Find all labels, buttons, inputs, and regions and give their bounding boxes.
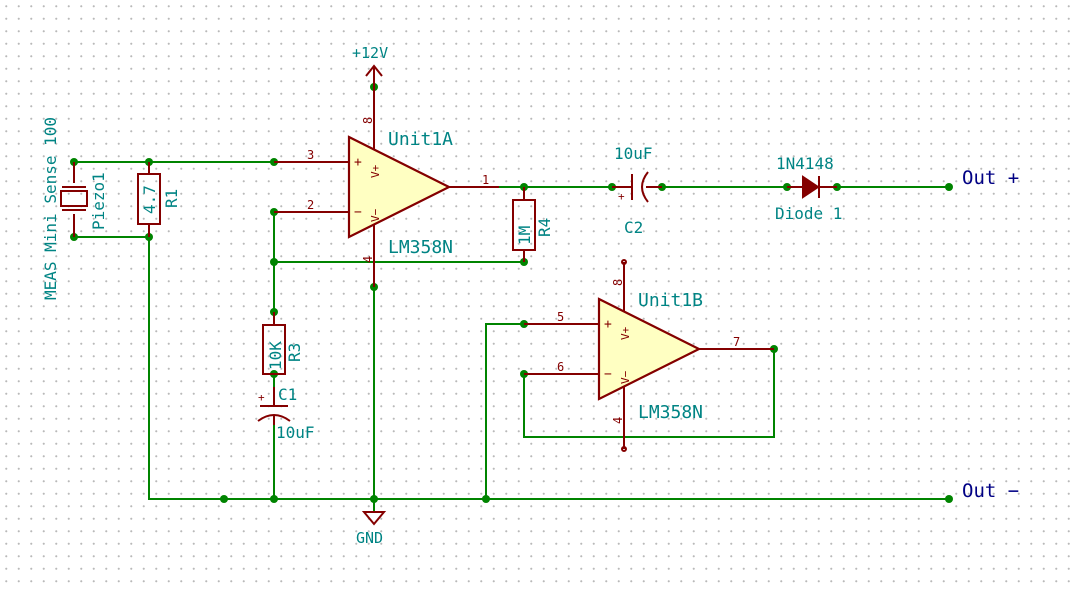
u1a-minus-label: −	[354, 205, 362, 220]
ground-icon	[361, 511, 387, 526]
opamp-u1b[interactable]: 5 6 7 8 4 + − V+ V− Unit1B LM358N	[524, 259, 774, 452]
opamp-u1a[interactable]: 3 2 1 8 4 + − V+ V− Unit1A LM358N	[274, 87, 499, 287]
diode-ref: Diode 1	[775, 204, 842, 223]
diode-d1[interactable]: 1N4148 Diode 1	[775, 154, 842, 223]
u1b-value: LM358N	[638, 402, 703, 423]
piezo-crystal-icon	[60, 190, 88, 207]
capacitor-c1[interactable]: + C1 10uF	[257, 385, 315, 442]
c2-polarity-mark: +	[618, 190, 625, 203]
resistor-r1[interactable]: 4.7 R1	[137, 162, 181, 237]
u1b-pin4: 4	[611, 417, 625, 424]
vcc-symbol[interactable]: +12V	[352, 44, 388, 87]
u1b-pin5: 5	[557, 310, 564, 324]
resistor-r3[interactable]: 10K R3	[262, 312, 304, 375]
junctions	[70, 83, 953, 503]
u1b-triangle-icon	[597, 297, 702, 401]
r4-body-icon	[512, 199, 536, 251]
gnd-symbol[interactable]: GND	[356, 511, 387, 547]
diode-value: 1N4148	[776, 154, 834, 173]
u1a-ref: Unit1A	[388, 129, 453, 150]
r3-body-icon	[262, 324, 286, 375]
u1b-pin8-end	[621, 259, 627, 265]
u1a-pin4: 4	[361, 256, 375, 263]
junction-dot	[945, 183, 953, 191]
junction-dot	[220, 495, 228, 503]
r1-ref: R1	[162, 189, 181, 208]
junction-dot	[270, 495, 278, 503]
c2-value: 10uF	[614, 144, 653, 163]
u1b-minus-label: −	[604, 367, 612, 382]
vcc-arrow-icon	[365, 64, 383, 87]
r4-ref: R4	[535, 218, 554, 237]
u1a-pin3: 3	[307, 148, 314, 162]
r1-value: 4.7	[140, 185, 159, 214]
u1a-plus-label: +	[354, 155, 362, 170]
u1a-vplus-label: V+	[369, 164, 382, 178]
gnd-label: GND	[356, 529, 383, 547]
r4-value: 1M	[515, 226, 534, 245]
u1a-vminus-label: V−	[369, 208, 382, 222]
junction-dot	[370, 495, 378, 503]
net-label-out-plus[interactable]: Out +	[962, 167, 1019, 189]
u1b-pin7: 7	[733, 335, 740, 349]
c1-value: 10uF	[276, 423, 315, 442]
net-label-out-minus[interactable]: Out −	[962, 480, 1019, 502]
resistor-r4[interactable]: 1M R4	[512, 187, 554, 262]
u1b-ref: Unit1B	[638, 290, 703, 311]
wire-u1b-feedback	[523, 348, 775, 438]
u1a-pin2: 2	[307, 198, 314, 212]
u1b-pin6: 6	[557, 360, 564, 374]
r3-value: 10K	[266, 341, 285, 370]
u1b-pin4-end	[621, 446, 627, 452]
diode-triangle-icon	[802, 175, 820, 199]
piezo-ref: Piezo1	[89, 172, 108, 230]
wires	[73, 67, 950, 513]
c1-ref: C1	[278, 385, 297, 404]
c1-curved-plate-icon	[257, 414, 291, 422]
c1-polarity-mark: +	[258, 391, 265, 404]
piezo-plate-icon	[62, 186, 86, 211]
piezo-sensor[interactable]: MEAS Mini Sense 100 Piezo1	[41, 117, 108, 300]
c2-ref: C2	[624, 218, 643, 237]
r1-body-icon	[137, 173, 161, 225]
u1b-vminus-label: V−	[619, 370, 632, 384]
r3-ref: R3	[285, 343, 304, 362]
junction-dot	[270, 258, 278, 266]
vcc-label: +12V	[352, 44, 388, 62]
u1b-pin8: 8	[611, 279, 625, 286]
u1a-pin8: 8	[361, 117, 375, 124]
u1b-plus-label: +	[604, 317, 612, 332]
junction-dot	[482, 495, 490, 503]
u1a-value: LM358N	[388, 237, 453, 258]
junction-dot	[945, 495, 953, 503]
u1b-vplus-label: V+	[619, 326, 632, 340]
c2-curved-plate-icon	[641, 171, 649, 203]
u1a-triangle-icon	[347, 135, 452, 239]
wire-u1b-in-plus	[485, 323, 525, 500]
capacitor-c2[interactable]: + 10uF C2	[612, 144, 662, 237]
u1a-pin1: 1	[482, 173, 489, 187]
piezo-value: MEAS Mini Sense 100	[41, 117, 60, 300]
